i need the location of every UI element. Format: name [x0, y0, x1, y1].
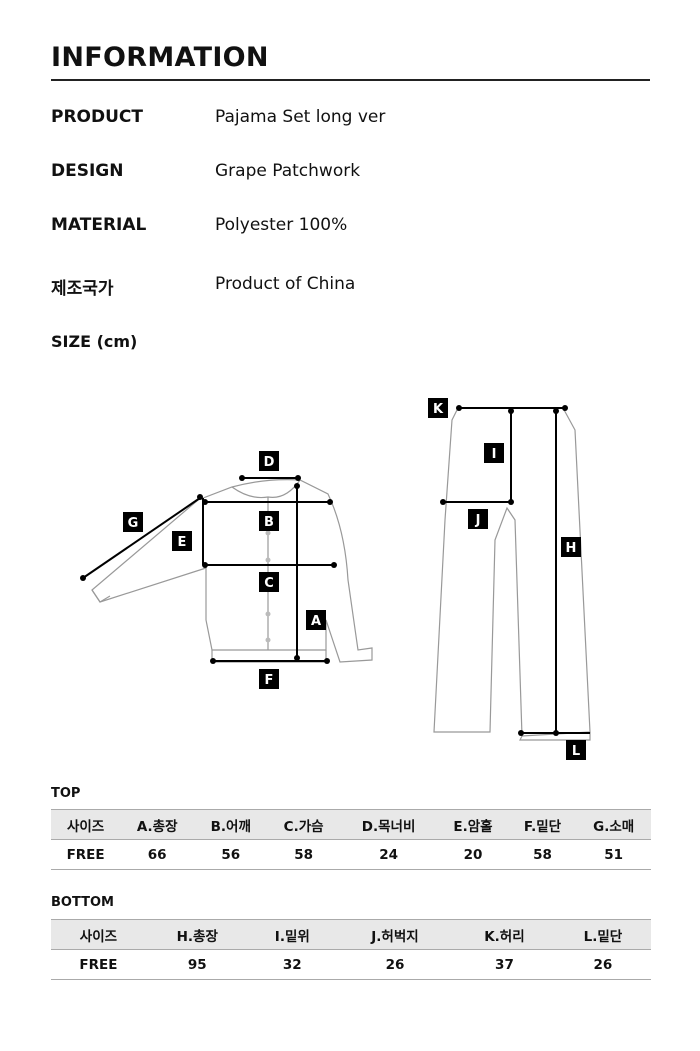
- table-header-cell: I.밑위: [248, 919, 336, 950]
- table-cell: 95: [145, 949, 249, 980]
- top-table-label: TOP: [51, 786, 81, 801]
- marker-d: D: [264, 455, 275, 470]
- button-5: [265, 637, 271, 643]
- table-row: FREE 95 32 26 37 26: [51, 949, 651, 980]
- title: INFORMATION: [51, 42, 269, 73]
- table-header-cell: K.허리: [454, 919, 555, 950]
- marker-a: A: [311, 614, 321, 629]
- table-cell: FREE: [51, 839, 121, 870]
- table-header-row: 사이즈 H.총장 I.밑위 J.허벅지 K.허리 L.밑단: [51, 919, 651, 950]
- table-header-cell: B.어깨: [194, 809, 268, 840]
- marker-l: L: [572, 744, 580, 759]
- info-value-design: Grape Patchwork: [215, 161, 361, 181]
- top-size-table: 사이즈 A.총장 B.어깨 C.가슴 D.목너비 E.암홀 F.밑단 G.소매 …: [51, 809, 651, 870]
- table-cell: 26: [554, 949, 651, 980]
- table-cell: 58: [267, 839, 340, 870]
- marker-h: H: [566, 541, 577, 556]
- table-cell: 58: [508, 839, 577, 870]
- table-header-cell: G.소매: [576, 809, 651, 840]
- info-label-product: PRODUCT: [51, 107, 143, 127]
- marker-c: C: [264, 576, 274, 591]
- measurement-diagram: D B C A F G E K I J H L: [80, 398, 591, 760]
- table-header-cell: 사이즈: [51, 919, 146, 950]
- marker-b: B: [264, 515, 274, 530]
- marker-g: G: [128, 516, 139, 531]
- bottom-size-table: 사이즈 H.총장 I.밑위 J.허벅지 K.허리 L.밑단 FREE 95 32…: [51, 919, 651, 980]
- button-1: [265, 530, 271, 536]
- measure-line-g: [82, 497, 201, 579]
- table-header-cell: L.밑단: [554, 919, 651, 950]
- table-header-cell: H.총장: [145, 919, 249, 950]
- marker-i: I: [492, 447, 497, 462]
- bottom-table-label: BOTTOM: [51, 895, 114, 910]
- shirt-outline: [91, 479, 373, 663]
- info-label-origin: 제조국가: [51, 279, 114, 299]
- marker-f: F: [265, 673, 274, 688]
- table-cell: 20: [437, 839, 509, 870]
- info-label-design: DESIGN: [51, 161, 124, 181]
- table-header-cell: C.가슴: [267, 809, 340, 840]
- info-value-product: Pajama Set long ver: [215, 107, 386, 127]
- table-cell: 66: [120, 839, 195, 870]
- table-cell: 37: [454, 949, 555, 980]
- marker-e: E: [178, 535, 187, 550]
- marker-j: J: [475, 513, 481, 528]
- table-header-cell: E.암홀: [437, 809, 509, 840]
- button-2: [265, 557, 271, 563]
- button-4: [265, 611, 271, 617]
- size-label: SIZE (cm): [51, 332, 138, 351]
- table-header-cell: J.허벅지: [335, 919, 455, 950]
- table-header-cell: A.총장: [120, 809, 195, 840]
- table-cell: FREE: [51, 949, 146, 980]
- info-value-material: Polyester 100%: [215, 215, 348, 235]
- table-cell: 51: [576, 839, 651, 870]
- info-value-origin: Product of China: [215, 274, 356, 294]
- info-label-material: MATERIAL: [51, 215, 147, 235]
- table-cell: 24: [339, 839, 438, 870]
- table-header-cell: F.밑단: [508, 809, 577, 840]
- table-cell: 26: [335, 949, 455, 980]
- table-header-cell: 사이즈: [51, 809, 121, 840]
- table-header-row: 사이즈 A.총장 B.어깨 C.가슴 D.목너비 E.암홀 F.밑단 G.소매: [51, 809, 651, 840]
- table-cell: 32: [248, 949, 336, 980]
- table-row: FREE 66 56 58 24 20 58 51: [51, 839, 651, 870]
- table-header-cell: D.목너비: [339, 809, 438, 840]
- pants-outline: [433, 407, 591, 737]
- title-rule: [51, 79, 650, 81]
- table-cell: 56: [194, 839, 268, 870]
- marker-k: K: [433, 402, 444, 417]
